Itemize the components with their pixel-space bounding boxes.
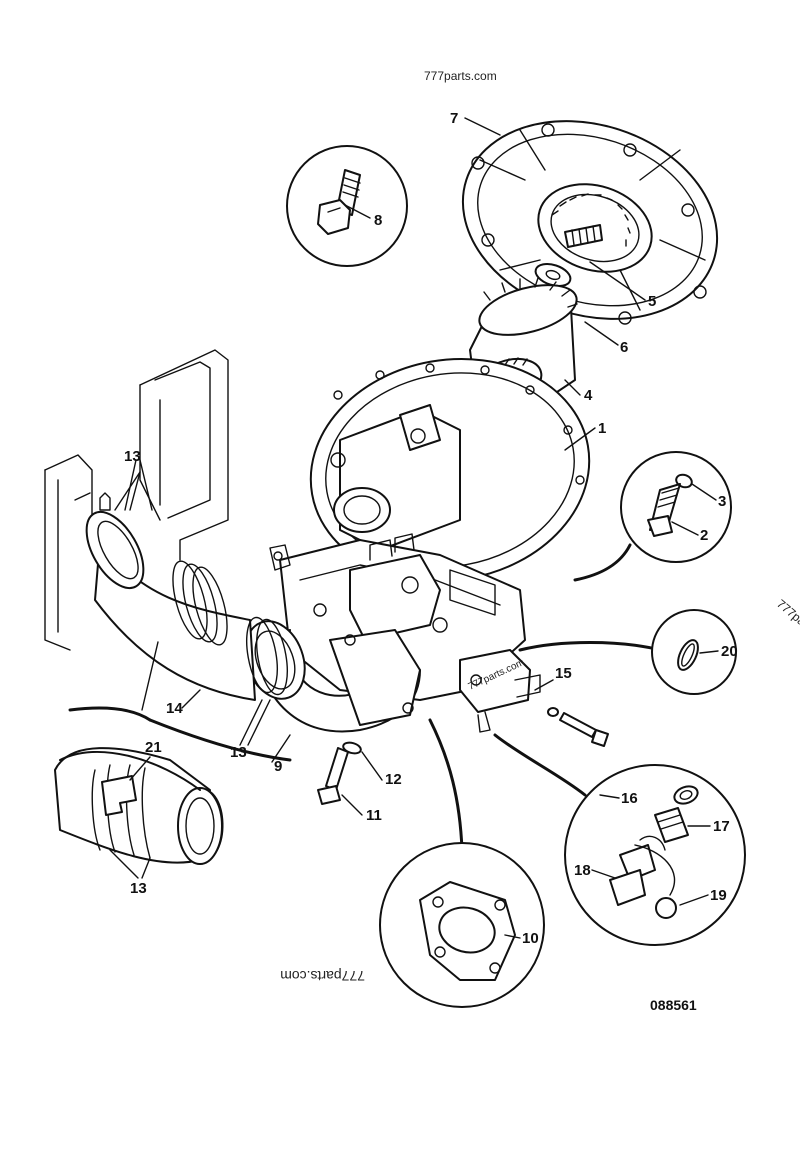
loose-bolt-11 [317,741,362,805]
loose-bolt-15 [547,707,609,747]
callout-1: 1 [598,420,606,437]
callout-14: 14 [166,700,183,717]
watermark-top: 777parts.com [424,69,497,83]
callout-13-middle: 13 [230,744,247,761]
drawing-number: 088561 [650,997,697,1013]
callout-19: 19 [710,887,727,904]
callout-12: 12 [385,771,402,788]
callout-10: 10 [522,930,539,947]
callout-21: 21 [145,739,162,756]
hose-clamp-detail [54,747,224,865]
callout-16: 16 [621,790,638,807]
callout-20: 20 [721,643,738,660]
callout-4: 4 [584,387,593,404]
detail-circle-fittings [564,764,746,946]
machine-frame-outline [44,349,229,651]
callout-17: 17 [713,818,730,835]
detail-circle-bolt-2-3 [620,451,732,563]
leader-lines [68,471,662,852]
watermark-bottom-mirrored: 777parts.com [280,968,365,984]
callout-6: 6 [620,339,628,356]
callout-5: 5 [648,293,656,310]
watermark-right-edge: 777pa [774,597,800,629]
callout-11: 11 [366,807,382,824]
callout-leaders [109,117,719,939]
callout-9: 9 [274,758,282,775]
callout-7: 7 [450,110,458,127]
callout-3: 3 [718,493,726,510]
callout-18: 18 [574,862,591,879]
detail-circle-gasket-10 [379,842,545,1008]
callout-2: 2 [700,527,708,544]
pump-main-housing [309,357,591,583]
callout-8: 8 [374,212,382,229]
suction-hose [85,492,288,701]
callout-13-bottom: 13 [130,880,147,897]
detail-circle-oring-20 [651,609,737,695]
callout-labels: 1 2 3 4 5 6 7 8 9 10 11 12 13 13 13 14 1… [124,110,738,947]
callout-13-top: 13 [124,448,141,465]
callout-15: 15 [555,665,572,682]
